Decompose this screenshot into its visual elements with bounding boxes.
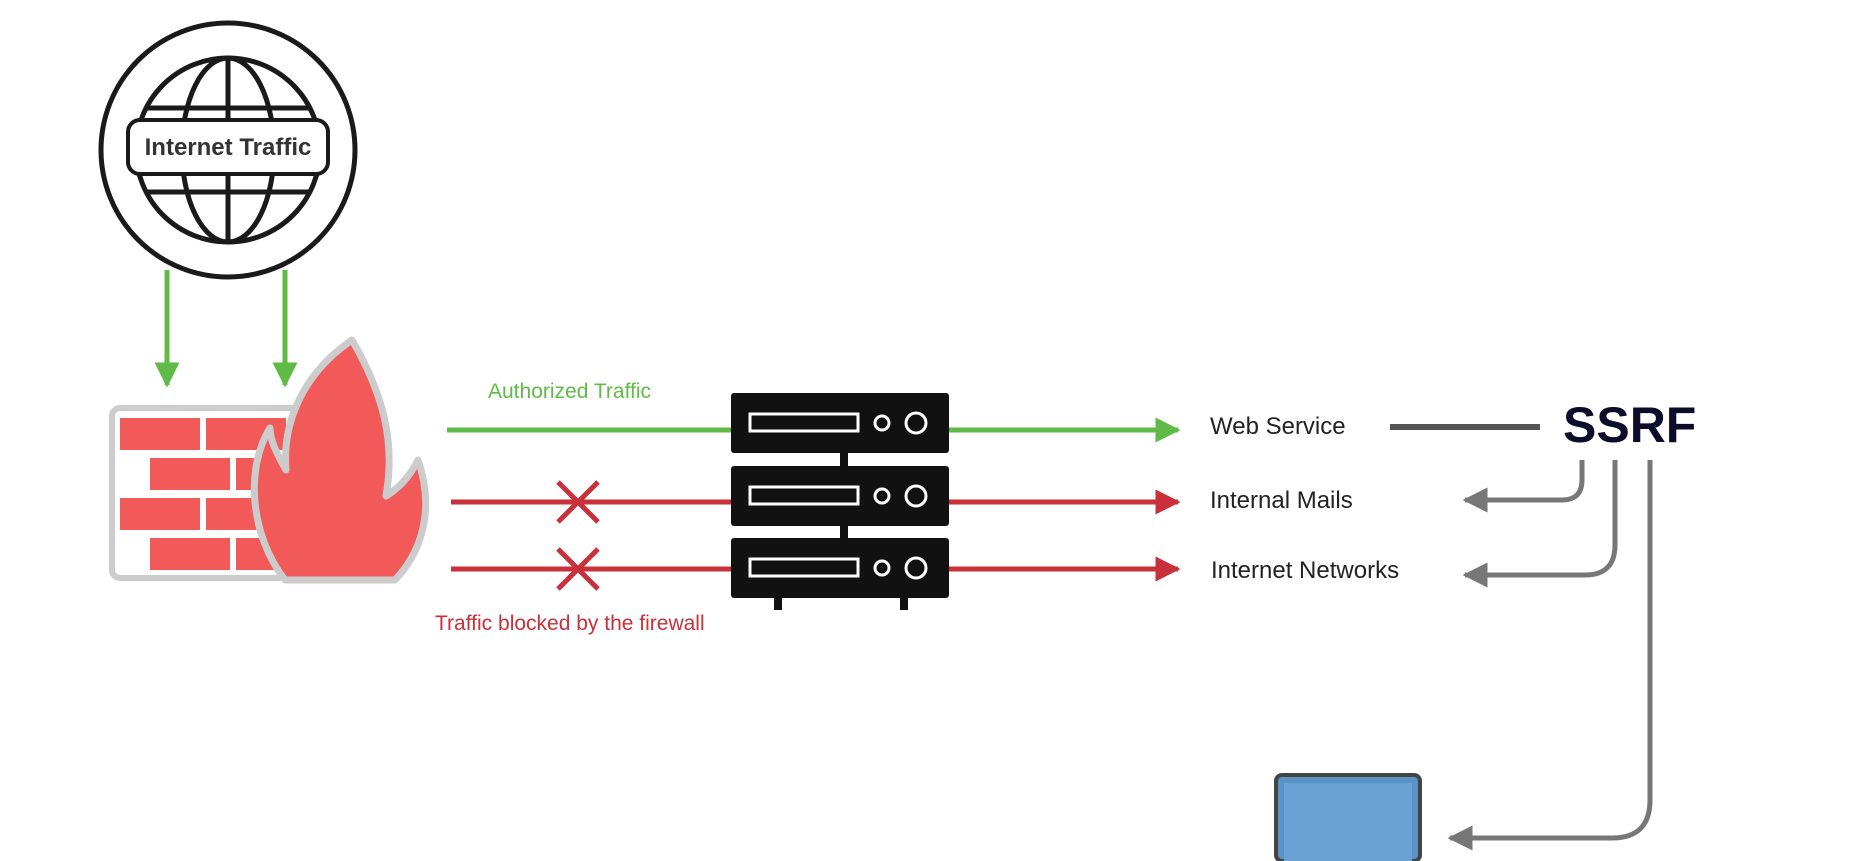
ssrf-to-laptop-arrow <box>1447 460 1653 851</box>
firewall-icon <box>109 336 430 584</box>
globe-label: Internet Traffic <box>145 134 312 161</box>
laptop-icon <box>1274 773 1422 861</box>
destination-web-service: Web Service <box>1210 413 1346 440</box>
blocked-x-icon <box>556 547 600 591</box>
blocked-traffic-label: Traffic blocked by the firewall <box>435 612 705 635</box>
destination-internet-networks: Internet Networks <box>1211 557 1399 584</box>
authorized-traffic-label: Authorized Traffic <box>488 380 651 403</box>
server-rack-icon <box>731 393 949 610</box>
blocked-x-icon <box>556 480 600 524</box>
globe-icon <box>98 20 358 280</box>
ssrf-to-internal-mails-arrow <box>1462 460 1585 513</box>
ssrf-label: SSRF <box>1563 397 1696 453</box>
destination-internal-mails: Internal Mails <box>1210 487 1353 514</box>
ssrf-to-internet-networks-arrow <box>1462 460 1618 588</box>
